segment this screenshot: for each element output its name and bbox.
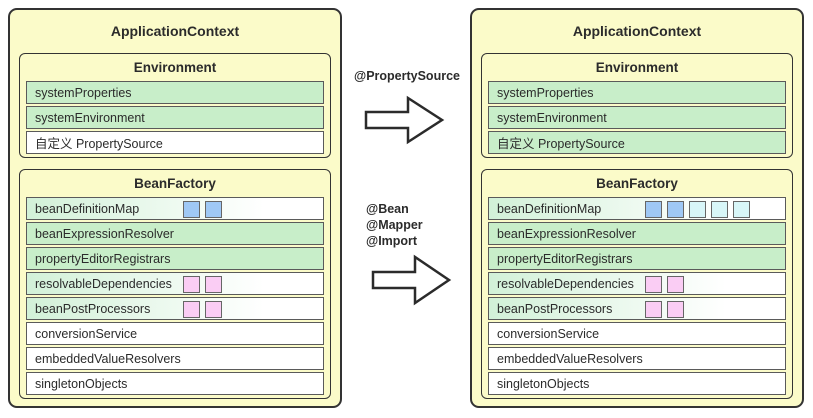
row-beanDefinitionMap: beanDefinitionMap	[26, 197, 324, 220]
row-label: beanDefinitionMap	[497, 201, 602, 216]
panel-title: ApplicationContext	[110, 23, 240, 39]
row-beanExpressionResolver: beanExpressionResolver	[26, 222, 324, 245]
row-embeddedValueResolvers: embeddedValueResolvers	[26, 347, 324, 370]
row-propertyEditorRegistrars: propertyEditorRegistrars	[488, 247, 786, 270]
application-context-panel-before: ApplicationContext Environment systemPro…	[8, 8, 342, 408]
row-resolvableDependencies: resolvableDependencies	[26, 272, 324, 295]
row-label: conversionService	[497, 326, 600, 341]
beanfactory-rows: beanDefinitionMap beanExpressionResolver…	[26, 197, 324, 395]
row-label: systemProperties	[497, 85, 594, 100]
row-label: singletonObjects	[497, 376, 590, 391]
pink-bean-chip-icon	[645, 300, 662, 318]
application-context-panel-after: ApplicationContext Environment systemPro…	[470, 8, 804, 408]
annotation-propertysource: @PropertySource	[354, 69, 460, 83]
row-label: beanPostProcessors	[35, 301, 151, 316]
row-singletonObjects: singletonObjects	[26, 372, 324, 395]
bean-chips	[183, 275, 222, 293]
row-systemProperties: systemProperties	[26, 81, 324, 104]
cyan-bean-chip-icon	[689, 200, 706, 218]
bean-chips	[183, 200, 222, 218]
environment-rows: systemProperties systemEnvironment 自定义 P…	[26, 81, 324, 154]
environment-title: Environment	[595, 59, 679, 75]
row-systemEnvironment: systemEnvironment	[26, 106, 324, 129]
row-singletonObjects: singletonObjects	[488, 372, 786, 395]
row-systemProperties: systemProperties	[488, 81, 786, 104]
row-custom-propertysource: 自定义 PropertySource	[26, 131, 324, 154]
environment-rows: systemProperties systemEnvironment 自定义 P…	[488, 81, 786, 154]
row-label: beanPostProcessors	[497, 301, 613, 316]
blue-bean-chip-icon	[645, 200, 662, 218]
beanfactory-box: BeanFactory beanDefinitionMap beanExpres…	[481, 169, 793, 399]
pink-bean-chip-icon	[205, 300, 222, 318]
row-label: beanDefinitionMap	[35, 201, 140, 216]
row-label: propertyEditorRegistrars	[35, 251, 171, 266]
row-custom-propertysource: 自定义 PropertySource	[488, 131, 786, 154]
row-label: beanExpressionResolver	[35, 226, 174, 241]
row-label: 自定义 PropertySource	[35, 137, 163, 151]
row-label: resolvableDependencies	[35, 276, 172, 291]
cyan-bean-chip-icon	[733, 200, 750, 218]
row-label: systemProperties	[35, 85, 132, 100]
annotation-bean-mapper-import: @Bean @Mapper @Import	[366, 202, 423, 248]
row-label: embeddedValueResolvers	[35, 351, 181, 366]
row-label: 自定义 PropertySource	[497, 137, 625, 151]
bean-chips	[183, 300, 222, 318]
pink-bean-chip-icon	[183, 275, 200, 293]
cyan-bean-chip-icon	[711, 200, 728, 218]
bean-chips	[645, 300, 684, 318]
row-systemEnvironment: systemEnvironment	[488, 106, 786, 129]
pink-bean-chip-icon	[645, 275, 662, 293]
pink-bean-chip-icon	[667, 275, 684, 293]
row-beanExpressionResolver: beanExpressionResolver	[488, 222, 786, 245]
row-label: embeddedValueResolvers	[497, 351, 643, 366]
row-beanPostProcessors: beanPostProcessors	[26, 297, 324, 320]
blue-bean-chip-icon	[183, 200, 200, 218]
row-label: singletonObjects	[35, 376, 128, 391]
beanfactory-rows: beanDefinitionMap beanExpressionResolver…	[488, 197, 786, 395]
row-beanPostProcessors: beanPostProcessors	[488, 297, 786, 320]
row-label: resolvableDependencies	[497, 276, 634, 291]
row-embeddedValueResolvers: embeddedValueResolvers	[488, 347, 786, 370]
beanfactory-title: BeanFactory	[134, 175, 216, 191]
bean-chips	[645, 275, 684, 293]
right-arrow-icon	[371, 254, 452, 306]
environment-title: Environment	[133, 59, 217, 75]
row-beanDefinitionMap: beanDefinitionMap	[488, 197, 786, 220]
beanfactory-title: BeanFactory	[596, 175, 678, 191]
pink-bean-chip-icon	[667, 300, 684, 318]
row-conversionService: conversionService	[488, 322, 786, 345]
beanfactory-box: BeanFactory beanDefinitionMap beanExpres…	[19, 169, 331, 399]
row-label: beanExpressionResolver	[497, 226, 636, 241]
row-label: conversionService	[35, 326, 138, 341]
pink-bean-chip-icon	[205, 275, 222, 293]
right-arrow-icon	[364, 95, 445, 145]
environment-box: Environment systemProperties systemEnvir…	[481, 53, 793, 158]
row-label: systemEnvironment	[497, 110, 607, 125]
blue-bean-chip-icon	[205, 200, 222, 218]
bean-chips	[645, 200, 750, 218]
blue-bean-chip-icon	[667, 200, 684, 218]
row-label: systemEnvironment	[35, 110, 145, 125]
row-resolvableDependencies: resolvableDependencies	[488, 272, 786, 295]
environment-box: Environment systemProperties systemEnvir…	[19, 53, 331, 158]
row-conversionService: conversionService	[26, 322, 324, 345]
row-label: propertyEditorRegistrars	[497, 251, 633, 266]
pink-bean-chip-icon	[183, 300, 200, 318]
row-propertyEditorRegistrars: propertyEditorRegistrars	[26, 247, 324, 270]
panel-title: ApplicationContext	[572, 23, 702, 39]
